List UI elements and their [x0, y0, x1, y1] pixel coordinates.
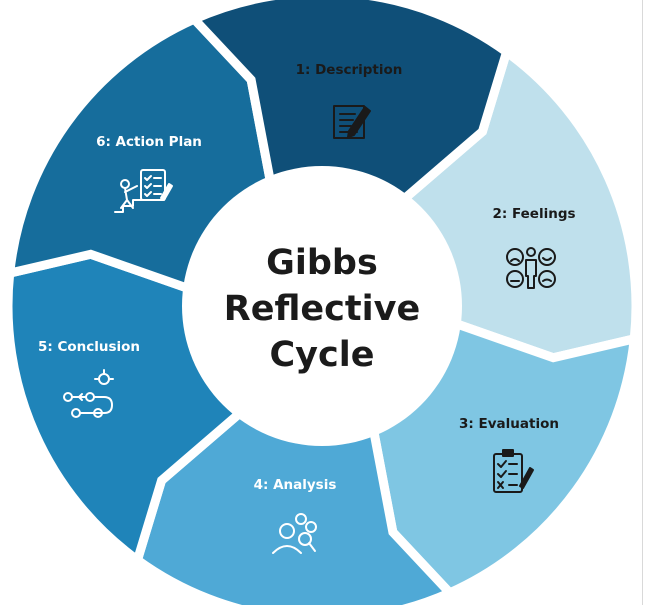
document-edit-icon — [333, 105, 371, 139]
checklist-icon — [493, 449, 534, 493]
center-circle — [182, 166, 462, 446]
segment-label-5: 5: Conclusion — [38, 339, 140, 355]
cycle-segment-6 — [186, 0, 512, 214]
page-edge-divider — [642, 0, 643, 605]
action-plan-icon — [114, 169, 173, 213]
segment-label-3: 3: Evaluation — [459, 416, 559, 432]
segment-label-4: 4: Analysis — [254, 477, 337, 493]
center-title-line-1: Gibbs — [266, 243, 378, 283]
emotions-icon — [506, 247, 556, 289]
conclusion-icon — [63, 369, 114, 418]
center-title-line-3: Cycle — [270, 335, 375, 375]
segment-label-6: 6: Action Plan — [96, 134, 202, 150]
segment-label-1: 1: Description — [296, 62, 403, 78]
analysis-icon — [272, 513, 317, 554]
center-title-line-2: Reflective — [224, 289, 420, 329]
segment-label-2: 2: Feelings — [492, 206, 575, 222]
